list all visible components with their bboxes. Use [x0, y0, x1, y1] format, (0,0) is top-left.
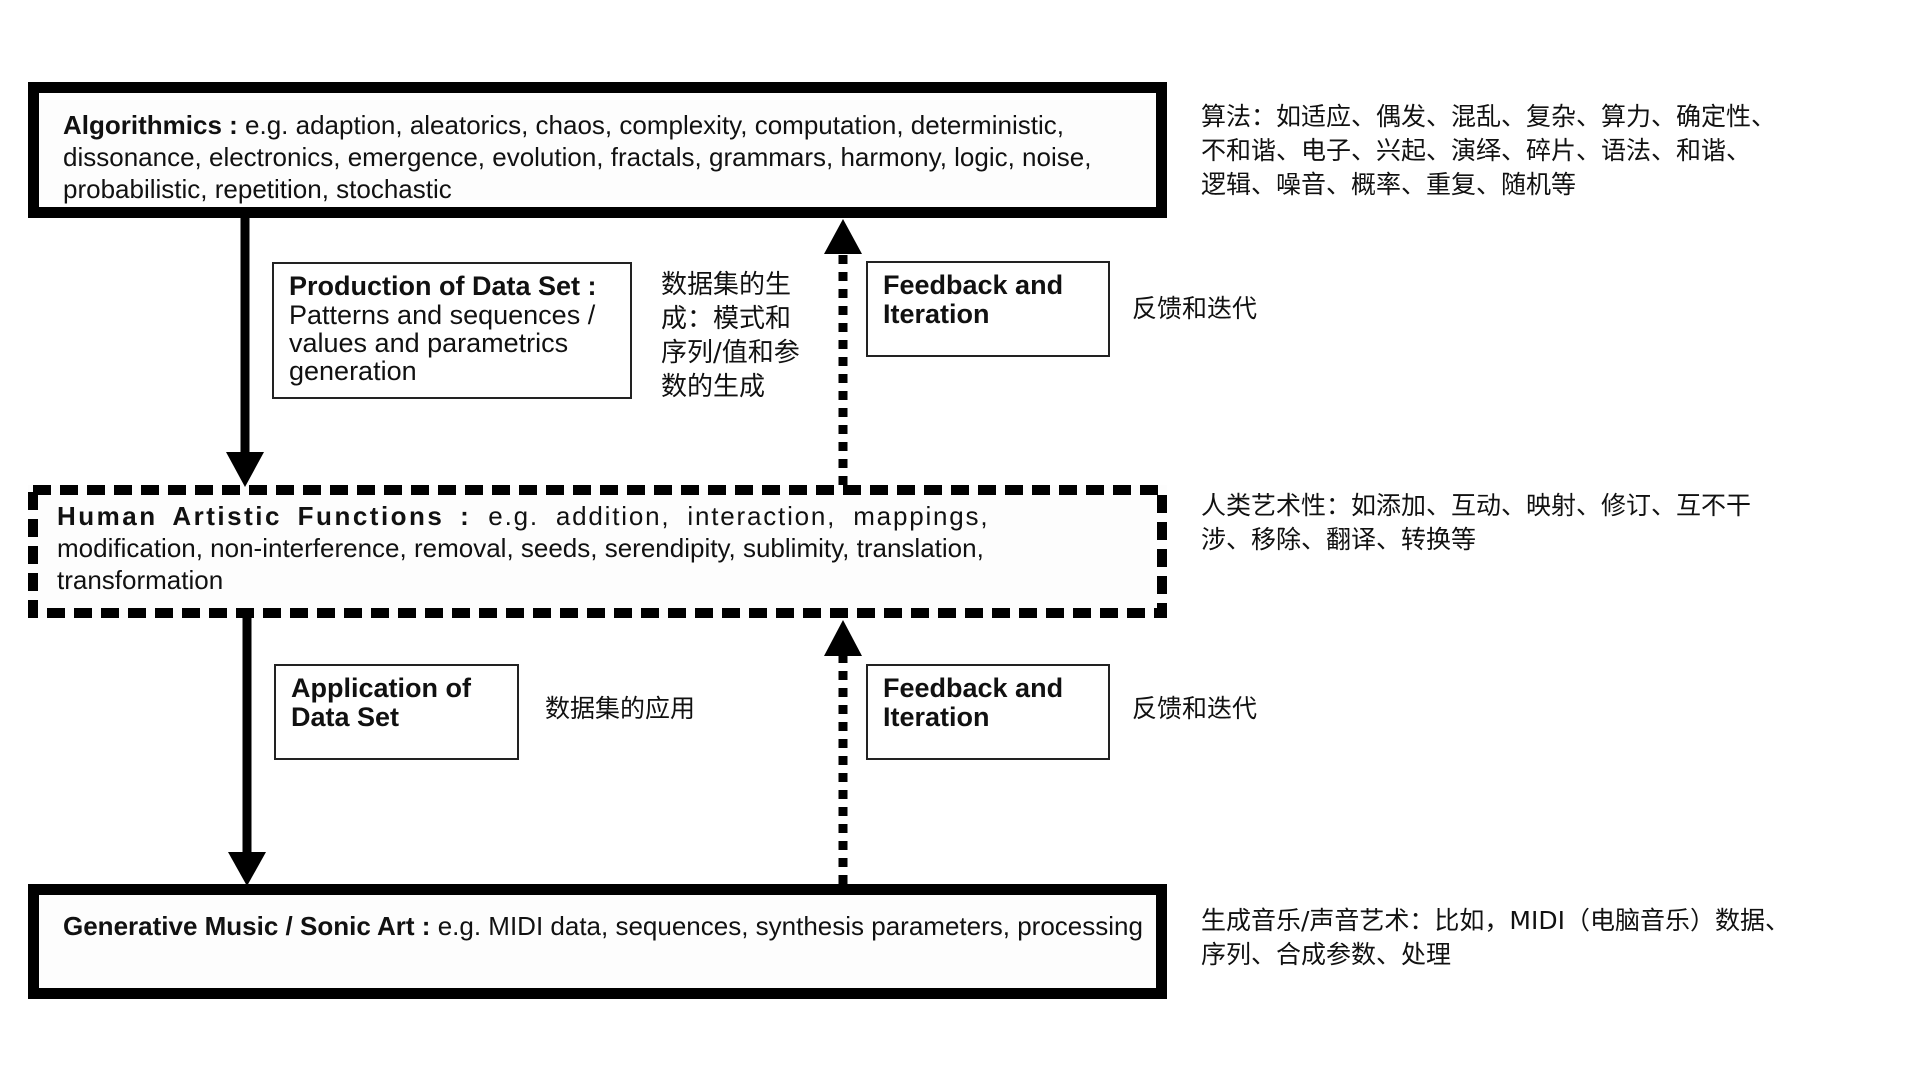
production-zh-line: 序列/值和参	[661, 338, 800, 368]
human-box: Human Artistic Functions : e.g. addition…	[28, 485, 1167, 618]
production-zh-line: 成：模式和	[661, 304, 792, 334]
generative-zh-line: 生成音乐/声音艺术：比如，MIDI（电脑音乐）数据、	[1201, 906, 1790, 935]
feedback-bottom-zh: 反馈和迭代	[1132, 694, 1258, 723]
generative-examples: e.g. MIDI data, sequences, synthesis par…	[437, 911, 1143, 941]
human-box-dashed-border	[28, 485, 1167, 618]
generative-zh: 生成音乐/声音艺术：比如，MIDI（电脑音乐）数据、 序列、合成参数、处理	[1201, 904, 1790, 972]
algorithmics-zh: 算法：如适应、偶发、混乱、复杂、算力、确定性、 不和谐、电子、兴起、演绎、碎片、…	[1201, 100, 1776, 202]
feedback-bottom-box: Feedback and Iteration	[866, 664, 1110, 760]
human-zh-line: 涉、移除、翻译、转换等	[1201, 525, 1477, 554]
arrow-down-application-head	[228, 852, 266, 886]
generative-box: Generative Music / Sonic Art : e.g. MIDI…	[28, 884, 1167, 999]
production-body: Patterns and sequences / values and para…	[289, 300, 596, 386]
generative-zh-line: 序列、合成参数、处理	[1201, 940, 1452, 969]
feedback-top-title: Iteration	[883, 299, 990, 329]
feedback-bottom-title: Iteration	[883, 702, 990, 732]
application-zh: 数据集的应用	[545, 694, 696, 723]
arrow-up-feedback-bottom-head	[824, 620, 862, 656]
human-examples-line: transformation	[57, 565, 224, 595]
feedback-top-title: Feedback and	[883, 270, 1064, 300]
feedback-bottom-title: Feedback and	[883, 673, 1064, 703]
generative-text: Generative Music / Sonic Art : e.g. MIDI…	[63, 910, 1163, 942]
human-zh: 人类艺术性：如添加、互动、映射、修订、互不干 涉、移除、翻译、转换等	[1201, 489, 1751, 557]
human-text: Human Artistic Functions : e.g. addition…	[57, 500, 1167, 596]
application-title: Data Set	[291, 702, 400, 732]
algorithmics-text: Algorithmics : e.g. adaption, aleatorics…	[63, 109, 1133, 205]
application-box: Application of Data Set	[274, 664, 519, 760]
algorithmics-title: Algorithmics :	[63, 110, 246, 140]
human-examples-line: modification, non-interference, removal,…	[57, 533, 984, 563]
feedback-top-zh: 反馈和迭代	[1132, 294, 1258, 323]
human-examples-line: e.g. addition, interaction, mappings,	[471, 501, 990, 531]
algorithmics-examples: e.g. adaption, aleatorics, chaos, comple…	[63, 110, 1092, 204]
feedback-top-box: Feedback and Iteration	[866, 261, 1110, 357]
production-box: Production of Data Set : Patterns and se…	[272, 262, 632, 399]
algorithmics-zh-line: 逻辑、噪音、概率、重复、随机等	[1201, 170, 1577, 199]
algorithmics-box: Algorithmics : e.g. adaption, aleatorics…	[28, 82, 1167, 218]
generative-title: Generative Music / Sonic Art :	[63, 911, 438, 941]
human-zh-line: 人类艺术性：如添加、互动、映射、修订、互不干	[1201, 491, 1752, 520]
human-title: Human Artistic Functions :	[57, 501, 472, 531]
arrow-down-production-head	[226, 452, 264, 487]
application-title: Application of	[291, 673, 471, 703]
production-zh: 数据集的生 成：模式和 序列/值和参 数的生成	[661, 268, 800, 404]
algorithmics-zh-line: 算法：如适应、偶发、混乱、复杂、算力、确定性、	[1201, 102, 1777, 131]
algorithmics-zh-line: 不和谐、电子、兴起、演绎、碎片、语法、和谐、	[1201, 136, 1752, 165]
arrow-up-feedback-top-head	[824, 219, 862, 254]
production-title: Production of Data Set :	[289, 271, 597, 301]
production-zh-line: 数据集的生	[661, 270, 792, 300]
production-zh-line: 数的生成	[661, 372, 766, 402]
